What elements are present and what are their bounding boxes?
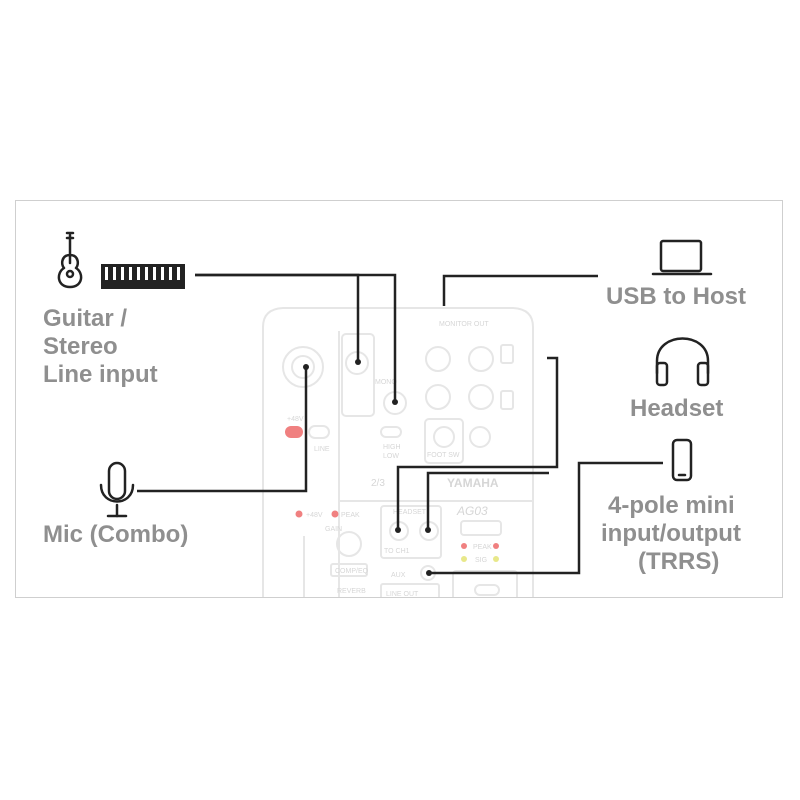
connection-wires (137, 273, 663, 576)
line-out-panel (380, 583, 440, 597)
monitor-out-text: MONITOR OUT (439, 321, 489, 328)
channel-text: 2/3 (371, 478, 385, 489)
wire-usb-to-host (442, 274, 598, 306)
gain-knob (336, 531, 362, 557)
foot-sw-text: FOOT SW (427, 452, 460, 459)
mixer-body-outline (262, 307, 534, 597)
phantom-led (285, 426, 303, 438)
peak-meter-text: PEAK (473, 544, 492, 551)
wire-guitar-to-ch2 (195, 273, 360, 362)
aux-text: AUX (391, 572, 406, 579)
guitar-icon (57, 231, 83, 289)
level-led-sig-l (461, 556, 467, 562)
monitor-mute-panel (452, 570, 518, 597)
line-switch (308, 425, 330, 439)
reverb-text: REVERB (337, 588, 366, 595)
model-text: AG03 (456, 504, 488, 518)
headset-mic-plug (395, 527, 401, 533)
wire-mic-to-combo (137, 367, 308, 493)
keyboard-icon (101, 264, 185, 289)
monitor-out-jack-4 (468, 384, 494, 410)
combo-plug (303, 364, 309, 370)
combo-jack-inner (291, 355, 315, 379)
connection-diagram: +48V LINE MONO 2/3 HIGH LOW MONITOR OUT … (57, 231, 713, 598)
compeq-button (330, 563, 368, 577)
mixer-device: +48V LINE MONO 2/3 HIGH LOW MONITOR OUT … (262, 307, 534, 598)
wire-trrs (429, 461, 663, 575)
trrs-label-line-2: input/output (601, 520, 741, 547)
plus48v-text: +48V (287, 416, 304, 423)
peak-led (331, 510, 339, 518)
usb-port-1 (500, 344, 514, 364)
headset-panel-text: HEADSET (393, 509, 427, 516)
headphones-icon (655, 337, 710, 387)
guitar-label-line-2: Stereo (43, 333, 118, 360)
microphone-icon (99, 461, 135, 518)
monitor-out-jack-2 (425, 384, 451, 410)
plus48v-lower-text: +48V (306, 512, 323, 519)
trrs-label-line-3: (TRRS) (638, 548, 720, 575)
usb-port-2 (500, 390, 514, 410)
high-text: HIGH (383, 444, 401, 451)
ch3-plug (392, 399, 398, 405)
trrs-label-line-1: 4-pole mini (608, 492, 735, 519)
monitor-mute-button (474, 584, 500, 596)
aux-plug (426, 570, 432, 576)
monitor-out-jack-1 (425, 346, 451, 372)
smartphone-icon (671, 438, 693, 482)
level-led-sig-r (493, 556, 499, 562)
gain-text: GAIN (325, 526, 342, 533)
monitor-out-jack-3 (468, 346, 494, 372)
wire-headset-mic (426, 471, 549, 530)
line-text: LINE (314, 446, 330, 453)
ch2-plug (355, 359, 361, 365)
headset-panel (380, 505, 442, 559)
mute-button (460, 520, 502, 536)
mono-switch (380, 426, 402, 438)
mono-text: MONO (375, 379, 397, 386)
headset-phones-plug (425, 527, 431, 533)
usb-label: USB to Host (606, 283, 746, 310)
line-out-text: LINE OUT (386, 591, 419, 598)
diagram-frame: +48V LINE MONO 2/3 HIGH LOW MONITOR OUT … (15, 200, 783, 598)
phones-jack (469, 426, 491, 448)
foot-sw-panel (424, 418, 464, 464)
guitar-label-line-1: Guitar / (43, 305, 128, 332)
wire-guitar-to-ch3 (195, 273, 397, 402)
brand-text: YAMAHA (447, 476, 499, 490)
to-ch1-text: TO CH1 (384, 548, 410, 555)
guitar-label-line-3: Line input (43, 361, 158, 388)
compeq-text: COMP/EQ (335, 568, 369, 575)
low-text: LOW (383, 453, 399, 460)
level-led-peak-l (461, 543, 467, 549)
plus48v-led (295, 510, 303, 518)
headset-label: Headset (630, 395, 724, 422)
level-led-peak-r (493, 543, 499, 549)
laptop-icon (651, 239, 713, 276)
sig-text: SIG (475, 557, 487, 564)
mic-label: Mic (Combo) (43, 521, 189, 548)
peak-text: PEAK (341, 512, 360, 519)
wire-headset (396, 356, 559, 530)
combo-jack (282, 346, 324, 388)
foot-sw-jack (433, 426, 455, 448)
